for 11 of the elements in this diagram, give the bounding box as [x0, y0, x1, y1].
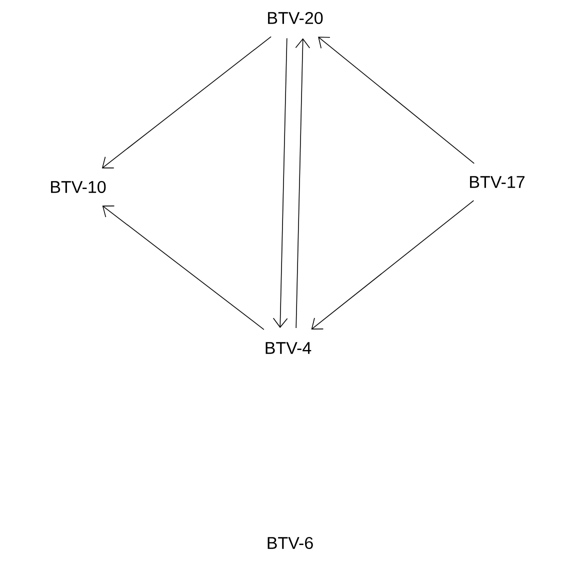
- arrow: [318, 36, 475, 164]
- arrow: [102, 206, 264, 330]
- arrow: [311, 200, 474, 330]
- virus-label: BTV-4: [266, 342, 312, 354]
- virus-label: BTV-20: [268, 12, 323, 24]
- arrow: [102, 36, 272, 168]
- arrow: [272, 38, 288, 328]
- arrow: [295, 38, 310, 328]
- virus-label: BTV-10: [51, 180, 106, 194]
- virus-label: BTV-6: [268, 536, 313, 550]
- virus-label: BTV-17: [470, 176, 524, 188]
